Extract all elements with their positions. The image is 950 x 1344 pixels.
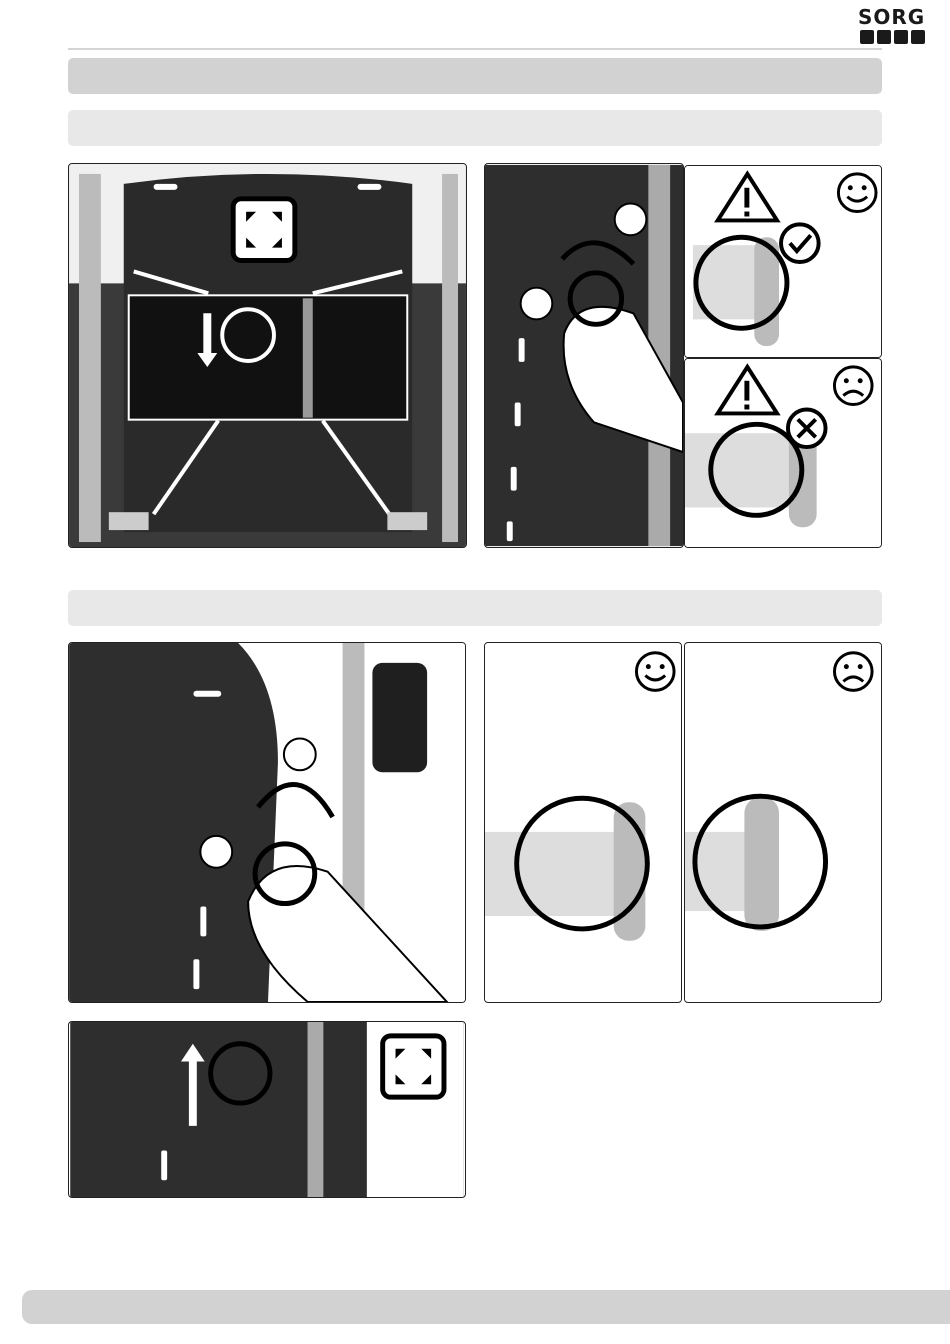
chassis-overview-illustration — [68, 163, 467, 548]
step-bar-1 — [68, 110, 882, 146]
step-bar-2 — [68, 590, 882, 626]
sad-face-icon — [834, 653, 872, 691]
happy-face-icon — [838, 174, 876, 212]
bad-engagement-illustration — [684, 358, 882, 548]
section-title-bar — [68, 58, 882, 94]
slide-up-illustration — [68, 1021, 466, 1198]
correct-detail-illustration — [484, 642, 682, 1003]
tighten-screw-illustration — [68, 642, 466, 1003]
good-engagement-illustration — [684, 165, 882, 358]
incorrect-detail-illustration — [684, 642, 882, 1003]
header-rule — [68, 48, 882, 50]
loosen-screw-illustration — [484, 163, 684, 548]
expand-arrows-icon — [383, 1036, 444, 1097]
check-icon — [781, 224, 819, 262]
expand-arrows-icon — [233, 199, 295, 261]
happy-face-icon — [636, 653, 674, 691]
logo-text: SORG — [858, 6, 930, 28]
sorg-logo: SORG — [858, 6, 930, 46]
cross-icon — [788, 409, 826, 447]
logo-blocks — [860, 30, 925, 44]
footer-bar — [22, 1290, 950, 1324]
sad-face-icon — [834, 367, 872, 405]
